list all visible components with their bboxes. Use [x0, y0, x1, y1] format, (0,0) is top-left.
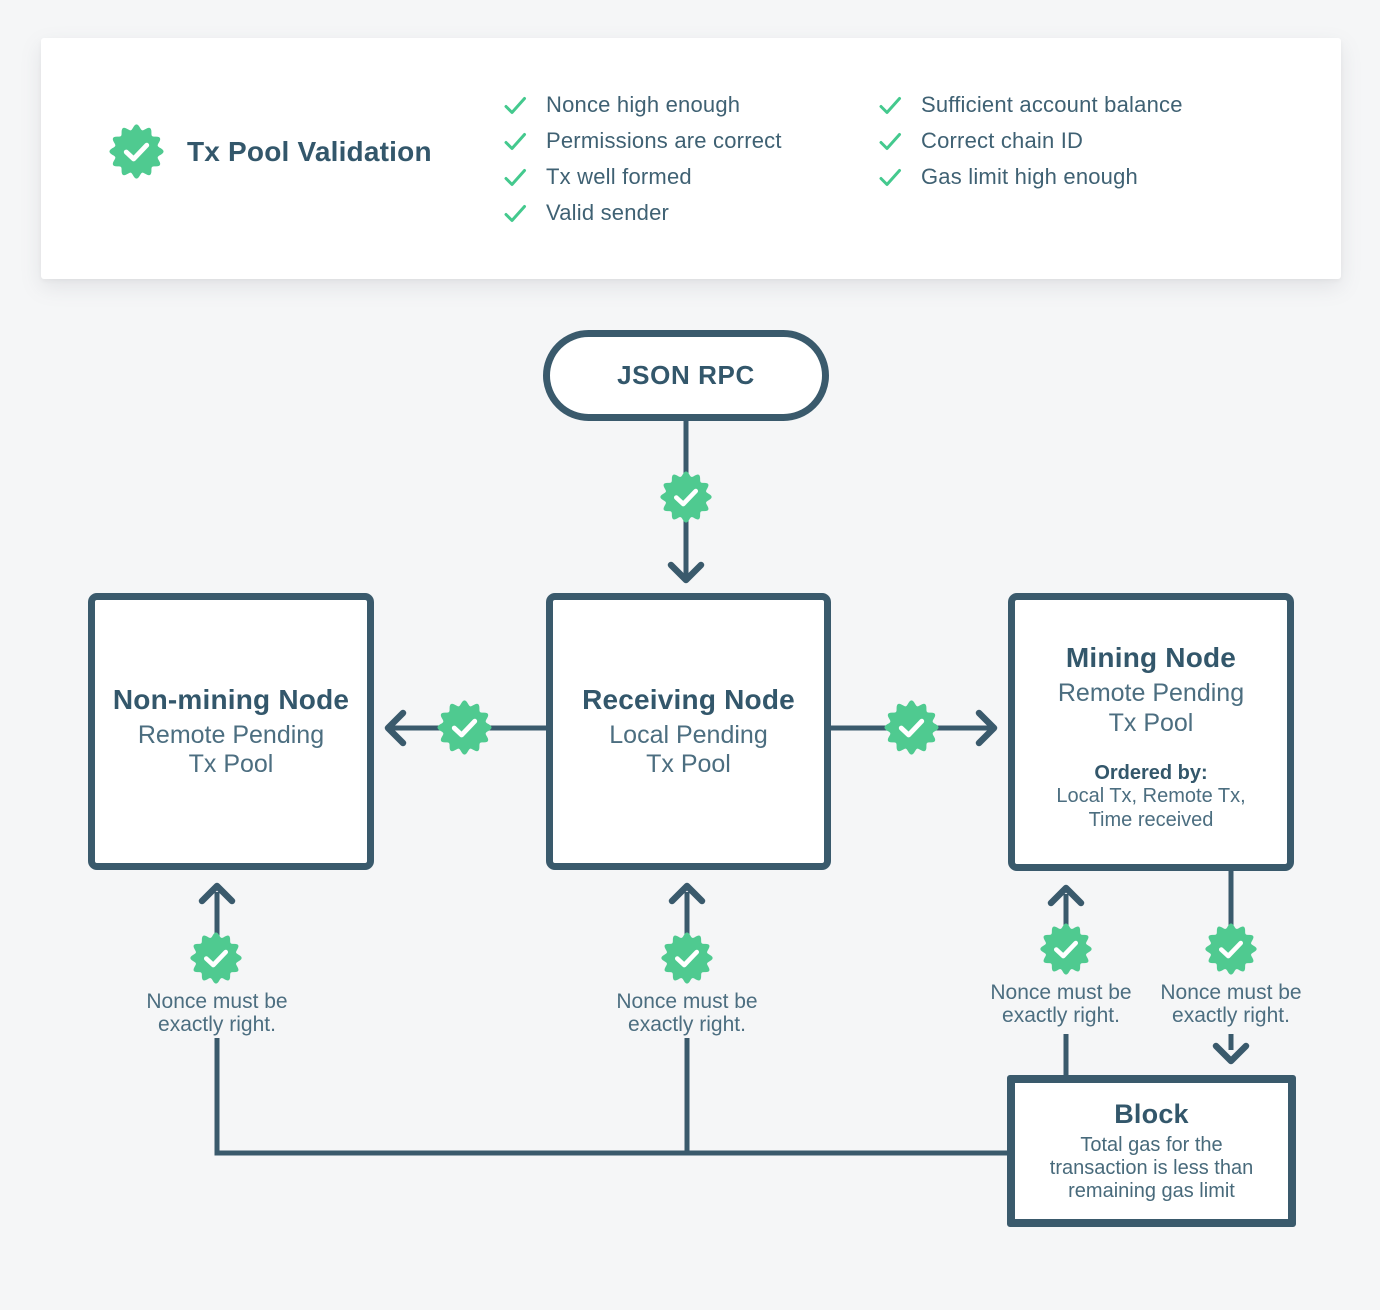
ordered-by-line: Local Tx, Remote Tx,: [1056, 785, 1246, 807]
validation-seal-icon: [883, 699, 940, 756]
check-label: Valid sender: [546, 200, 670, 225]
check-label: Correct chain ID: [921, 128, 1084, 153]
card-title-group: Tx Pool Validation: [108, 123, 432, 180]
validation-checklist-right: Sufficient account balance Correct chain…: [877, 87, 1183, 195]
check-label: Nonce high enough: [546, 92, 741, 117]
nonce-note-line: Nonce must be: [990, 981, 1132, 1004]
subtitle-line: Tx Pool: [188, 750, 274, 778]
arrowhead-left-nonmining: [384, 709, 407, 747]
checkmark-icon: [879, 96, 901, 114]
checkmark-icon: [879, 132, 901, 150]
nonce-note-mining-left: Nonce must be exactly right.: [951, 981, 1171, 1027]
card-title: Tx Pool Validation: [187, 135, 432, 167]
checkmark-icon: [879, 168, 901, 186]
validation-seal-icon: [660, 931, 714, 985]
receiving-subtitle: Local Pending Tx Pool: [609, 721, 767, 780]
non-mining-subtitle: Remote Pending Tx Pool: [138, 721, 324, 780]
check-item: Valid sender: [502, 195, 782, 231]
subtitle-line: Tx Pool: [646, 750, 731, 778]
nonce-note-line: exactly right.: [1172, 1004, 1290, 1028]
checkmark-icon: [504, 204, 526, 222]
check-item: Permissions are correct: [502, 123, 782, 159]
arrowhead-down-receiving: [667, 561, 705, 584]
ordered-by-line: Time received: [1088, 808, 1214, 831]
checkmark-icon: [504, 132, 526, 150]
subtitle-line: Remote Pending: [137, 720, 325, 749]
mining-title: Mining Node: [1065, 642, 1237, 673]
nonce-note-line: Nonce must be: [616, 990, 758, 1013]
check-item: Correct chain ID: [877, 123, 1183, 159]
mining-subtitle: Remote Pending Tx Pool: [1058, 679, 1244, 738]
arrowhead-up-receiving: [668, 882, 706, 905]
nonce-note-nonmining: Nonce must be exactly right.: [107, 990, 327, 1036]
receiving-title: Receiving Node: [582, 683, 795, 715]
check-label: Permissions are correct: [546, 128, 782, 153]
arrowhead-down-block: [1212, 1042, 1250, 1065]
block-node: Block Total gas for the transaction is l…: [1007, 1075, 1296, 1227]
check-label: Sufficient account balance: [921, 92, 1183, 117]
nonce-note-mining-right: Nonce must be exactly right.: [1121, 981, 1341, 1027]
mining-ordered-by: Ordered by: Local Tx, Remote Tx, Time re…: [1056, 762, 1245, 832]
block-body: Total gas for the transaction is less th…: [1050, 1134, 1253, 1202]
check-item: Tx well formed: [502, 159, 782, 195]
arrowhead-up-nonmining: [198, 882, 236, 905]
receiving-node: Receiving Node Local Pending Tx Pool: [546, 593, 831, 870]
checkmark-icon: [504, 96, 526, 114]
validation-seal-icon: [108, 123, 165, 180]
nonce-note-line: Nonce must be: [1160, 981, 1302, 1004]
subtitle-line: Remote Pending: [1057, 679, 1245, 707]
checkmark-icon: [504, 168, 526, 186]
check-item: Nonce high enough: [502, 87, 782, 123]
validation-seal-icon: [436, 699, 493, 756]
validation-seal-icon: [189, 931, 243, 985]
non-mining-node: Non-mining Node Remote Pending Tx Pool: [88, 593, 374, 870]
tx-pool-validation-card: Tx Pool Validation Nonce high enough Per…: [41, 38, 1341, 279]
mining-node: Mining Node Remote Pending Tx Pool Order…: [1008, 593, 1294, 871]
non-mining-title: Non-mining Node: [112, 683, 350, 715]
block-body-line: transaction is less than: [1049, 1157, 1254, 1180]
json-rpc-node: JSON RPC: [543, 330, 829, 421]
validation-seal-icon: [659, 470, 713, 524]
validation-seal-icon: [1039, 922, 1093, 976]
nonce-note-line: Nonce must be: [146, 990, 288, 1013]
block-title: Block: [1114, 1099, 1189, 1130]
wire-bottom-loop: [214, 1038, 1010, 1156]
check-item: Gas limit high enough: [877, 159, 1183, 195]
block-body-line: Total gas for the: [1080, 1134, 1223, 1157]
check-label: Gas limit high enough: [921, 164, 1138, 189]
block-body-line: remaining gas limit: [1068, 1179, 1235, 1202]
check-item: Sufficient account balance: [877, 87, 1183, 123]
ordered-by-label: Ordered by:: [1094, 762, 1208, 784]
check-label: Tx well formed: [546, 164, 692, 189]
validation-seal-icon: [1204, 922, 1258, 976]
json-rpc-label: JSON RPC: [617, 360, 755, 390]
nonce-note-line: exactly right.: [628, 1013, 746, 1037]
subtitle-line: Local Pending: [609, 720, 768, 749]
arrowhead-right-mining: [975, 709, 998, 747]
validation-checklist-left: Nonce high enough Permissions are correc…: [502, 87, 782, 231]
nonce-note-receiving: Nonce must be exactly right.: [577, 990, 797, 1036]
subtitle-line: Tx Pool: [1108, 708, 1194, 737]
arrowhead-up-mining: [1047, 884, 1085, 907]
nonce-note-line: exactly right.: [158, 1013, 276, 1037]
nonce-note-line: exactly right.: [1002, 1004, 1120, 1028]
